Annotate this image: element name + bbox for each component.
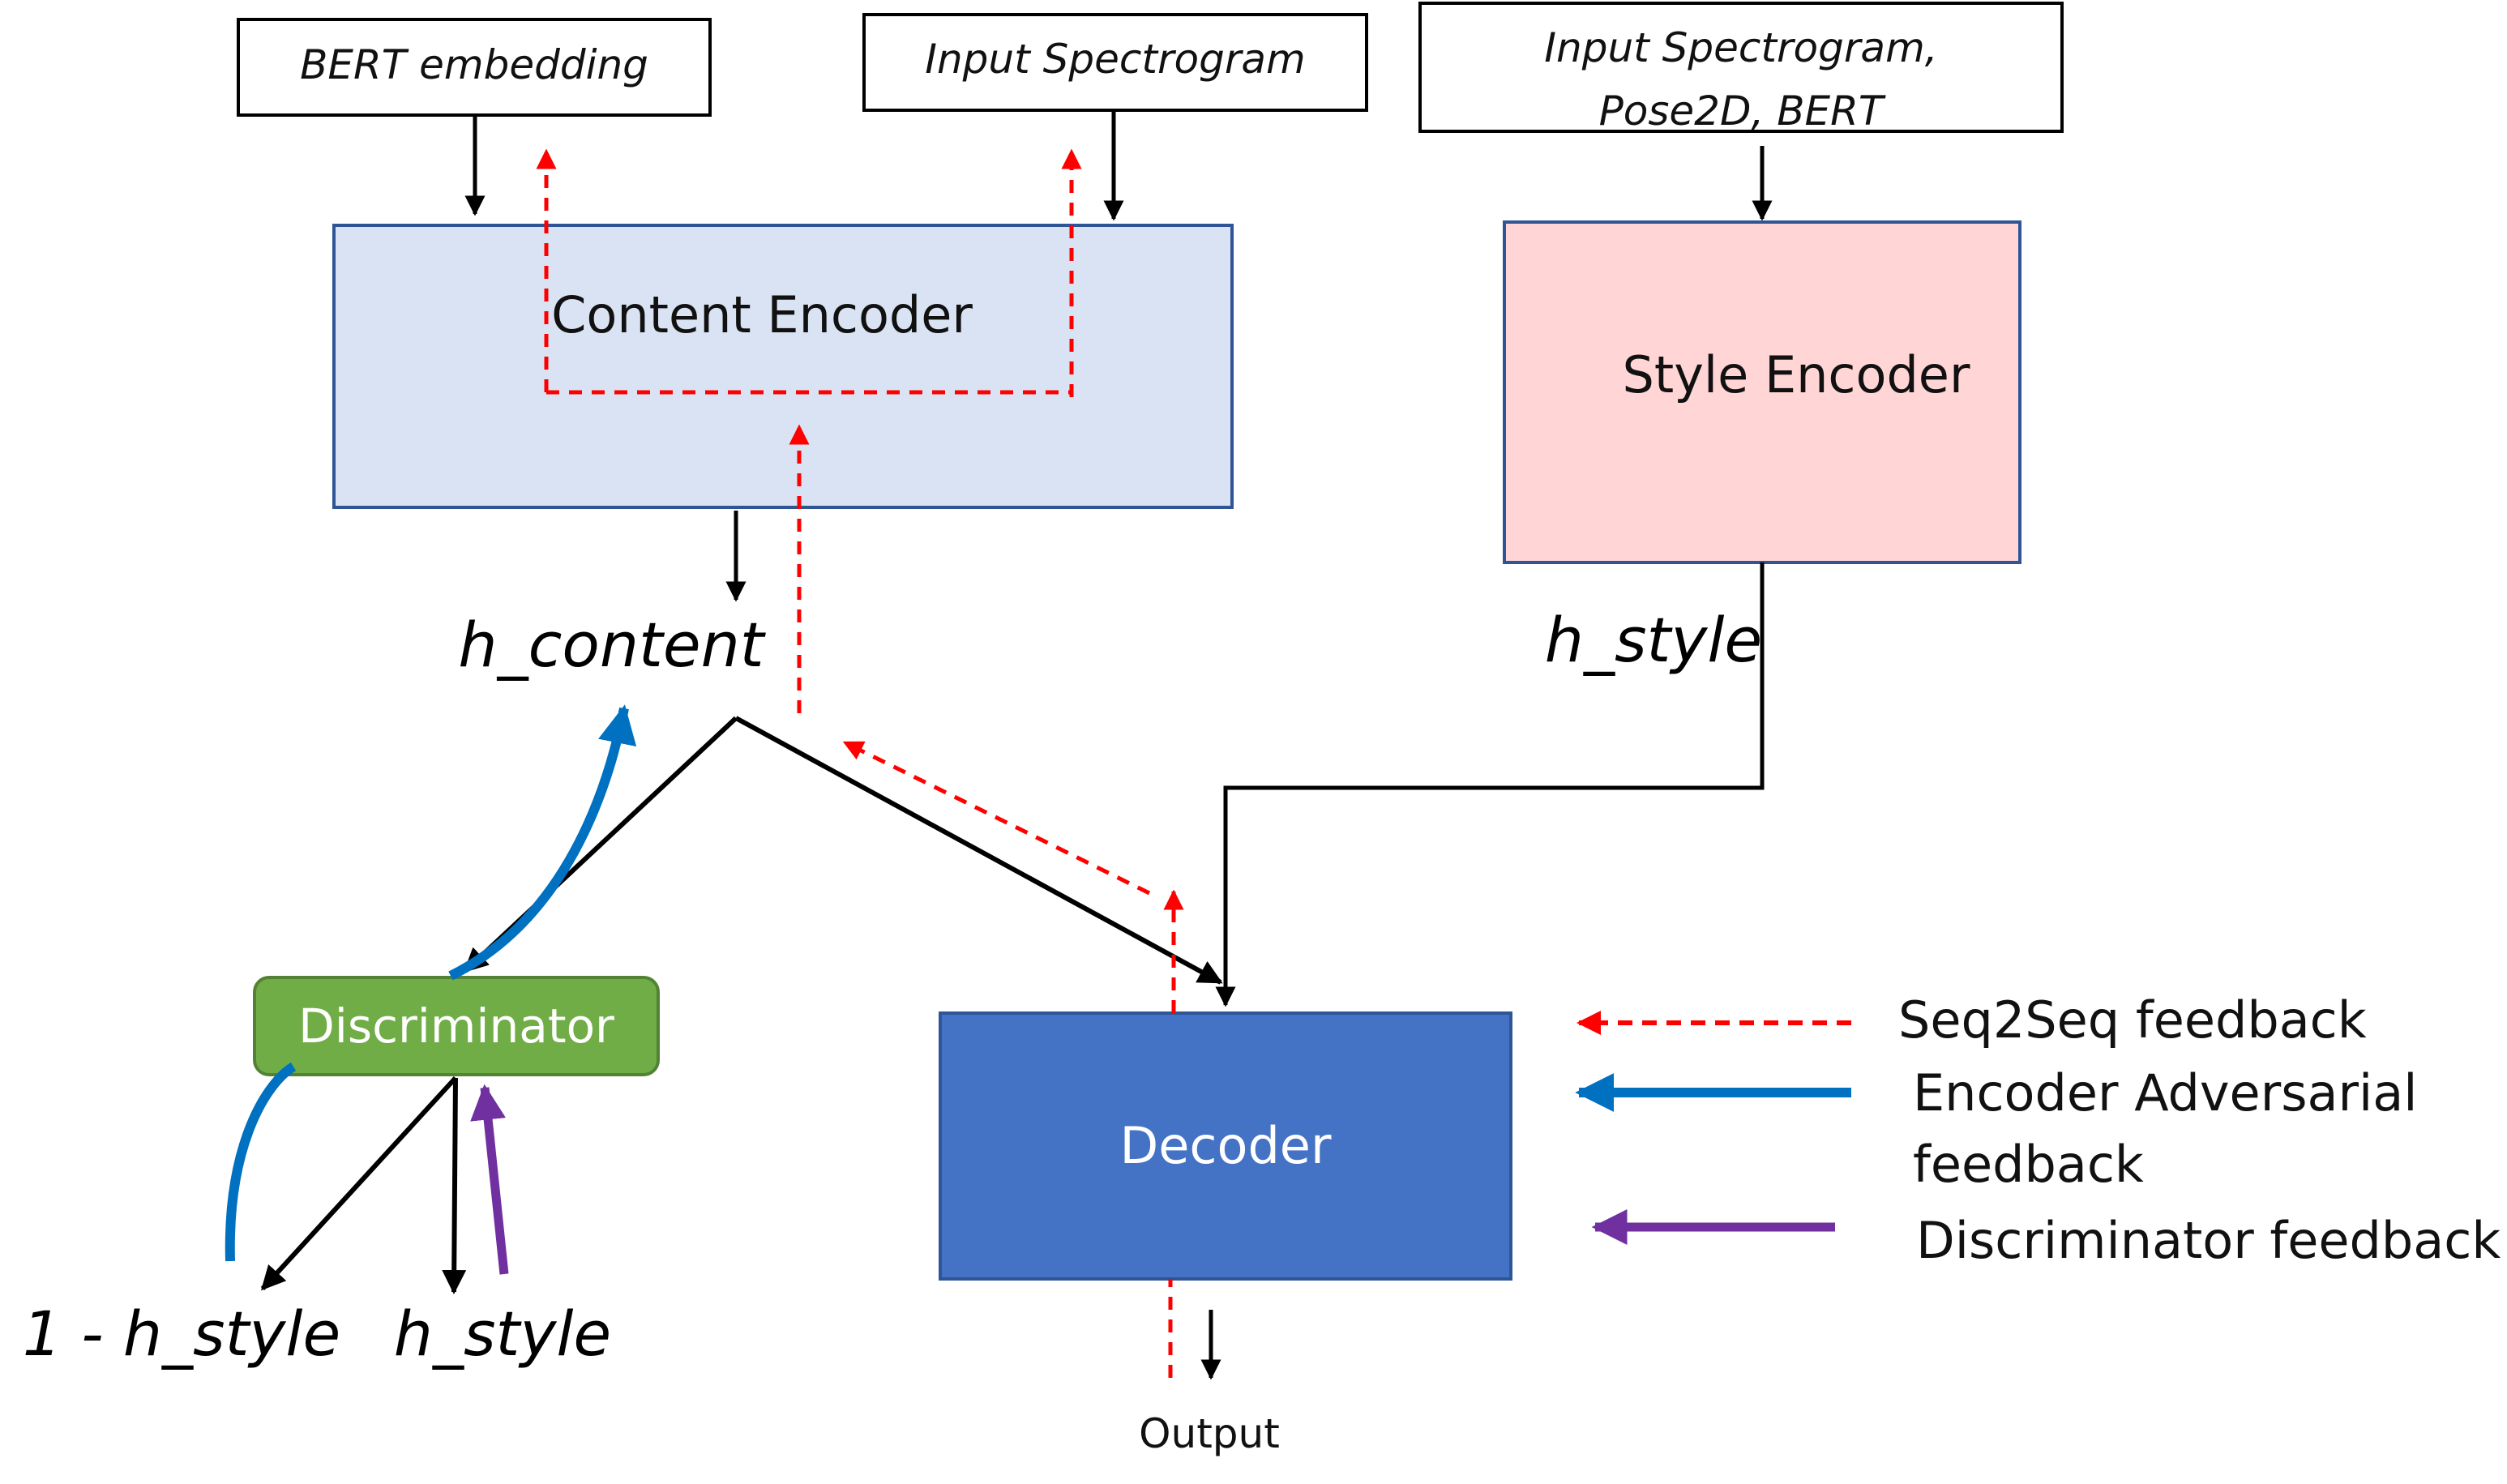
style-input-label-line1: Input Spectrogram,	[1544, 24, 1937, 71]
legend-seq2seq-label: Seq2Seq feedback	[1898, 990, 2367, 1050]
arrow-h-content-to-decoder	[734, 716, 1223, 985]
spectrogram-input-box: Input Spectrogram	[862, 13, 1368, 112]
arrow-discriminator-to-h-style	[442, 1077, 467, 1294]
legend-discriminator-label: Discriminator feedback	[1916, 1211, 2501, 1270]
arrow-discriminator-to-one-minus-h-style	[260, 1076, 458, 1291]
style-input-label-line2: Pose2D, BERT	[1599, 88, 1886, 135]
discriminator-block: Discriminator	[253, 976, 660, 1076]
output-label: Output	[1139, 1410, 1280, 1457]
arrow-style-encoder-to-decoder	[1215, 562, 1765, 1007]
legend-encoder-adversarial-label-line2: feedback	[1913, 1135, 2144, 1194]
content-encoder-label: Content Encoder	[551, 285, 973, 344]
content-encoder-block: Content Encoder	[332, 224, 1234, 509]
style-encoder-block: Style Encoder	[1503, 220, 2021, 564]
encoder-adversarial-arrow	[225, 708, 624, 1262]
style-encoder-label: Style Encoder	[1623, 345, 1970, 404]
legend: Seq2Seq feedback Encoder Adversarial fee…	[1575, 990, 2501, 1270]
decoder-label: Decoder	[1120, 1116, 1332, 1175]
bert-input-box: BERT embedding	[237, 18, 712, 117]
legend-encoder-adversarial-label-line1: Encoder Adversarial	[1913, 1063, 2417, 1123]
h-content-label: h_content	[458, 609, 766, 681]
style-input-box: Input Spectrogram, Pose2D, BERT	[1418, 2, 2064, 135]
h-style-encoder-label: h_style	[1545, 604, 1762, 676]
bert-input-label: BERT embedding	[300, 41, 648, 88]
spectrogram-input-label: Input Spectrogram	[925, 36, 1305, 83]
one-minus-h-style-label: 1 - h_style	[23, 1298, 341, 1370]
h-style-discriminator-label: h_style	[394, 1298, 611, 1370]
seq2seq-arrow-to-junction	[842, 740, 1151, 896]
discriminator-label: Discriminator	[298, 999, 614, 1054]
discriminator-feedback-arrow	[470, 1084, 509, 1275]
decoder-block: Decoder	[939, 1011, 1512, 1281]
